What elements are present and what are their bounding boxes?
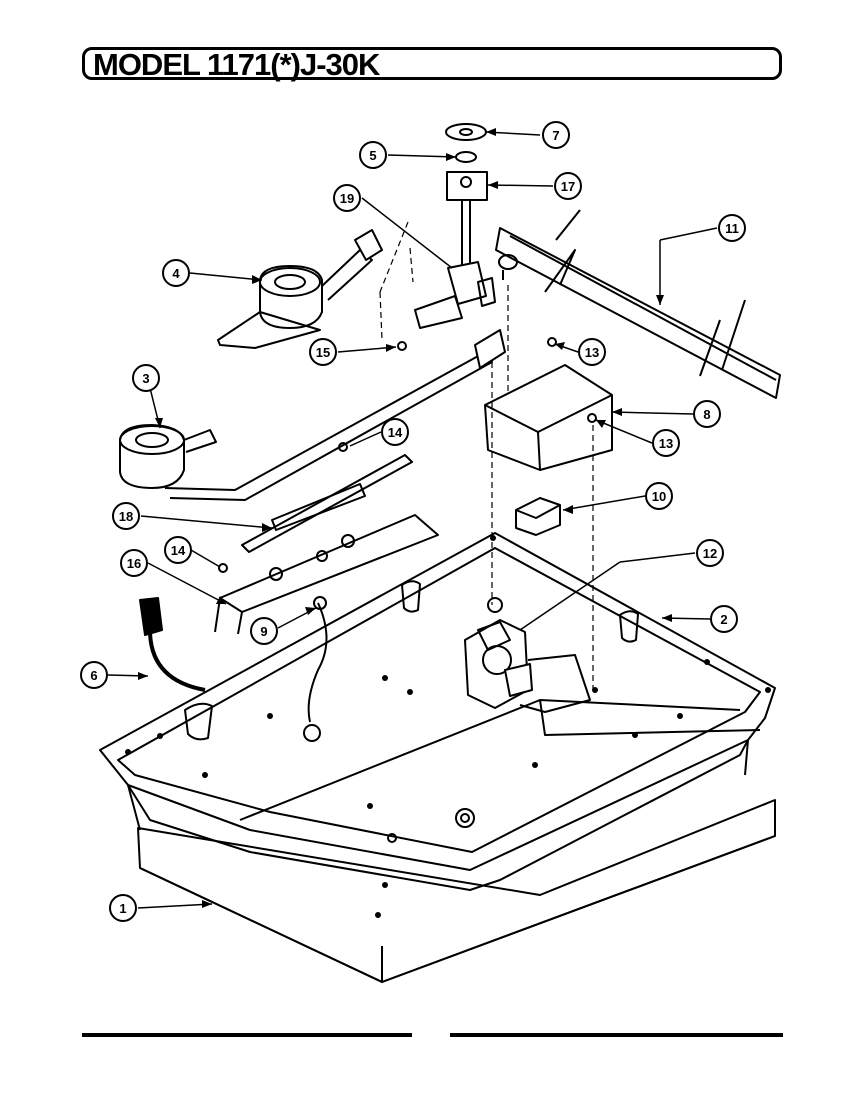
power-cord	[139, 597, 206, 692]
valve-stem	[414, 123, 496, 329]
rod-18	[241, 454, 413, 553]
callout-18: 18	[119, 509, 133, 524]
callout-8: 8	[703, 407, 710, 422]
callout-15: 15	[316, 345, 330, 360]
callout-circles	[80, 121, 746, 922]
callout-12: 12	[703, 546, 717, 561]
burner-3	[119, 329, 506, 501]
page-title: MODEL 1171(*)J-30K	[93, 47, 380, 82]
screws	[218, 337, 597, 843]
wire-9	[307, 596, 328, 723]
burner-pan	[99, 532, 776, 918]
callout-19: 19	[340, 191, 354, 206]
gas-valve	[464, 619, 591, 713]
title-box: MODEL 1171(*)J-30K	[82, 47, 782, 82]
switch-block	[515, 497, 561, 536]
burner-4	[217, 229, 383, 349]
callout-7: 7	[552, 128, 559, 143]
footer-rule-right	[450, 1033, 783, 1037]
callout-9: 9	[260, 624, 267, 639]
callout-1: 1	[119, 901, 126, 916]
leader-lines	[107, 131, 718, 909]
callout-11: 11	[725, 221, 739, 236]
callout-14a: 14	[388, 425, 403, 440]
callout-2: 2	[720, 612, 727, 627]
callout-13a: 13	[585, 345, 599, 360]
control-box	[484, 364, 613, 471]
callout-17: 17	[561, 179, 575, 194]
base-plate	[137, 799, 776, 983]
callout-3: 3	[142, 371, 149, 386]
callout-14b: 14	[171, 543, 186, 558]
callout-4: 4	[172, 266, 180, 281]
callout-5: 5	[369, 148, 376, 163]
arrowheads	[138, 128, 672, 908]
bracket-16	[214, 514, 439, 635]
callout-10: 10	[652, 489, 666, 504]
footer-rule-left	[82, 1033, 412, 1037]
manifold-pipe	[495, 209, 781, 399]
callout-16: 16	[127, 556, 141, 571]
callout-6: 6	[90, 668, 97, 683]
callout-13b: 13	[659, 436, 673, 451]
